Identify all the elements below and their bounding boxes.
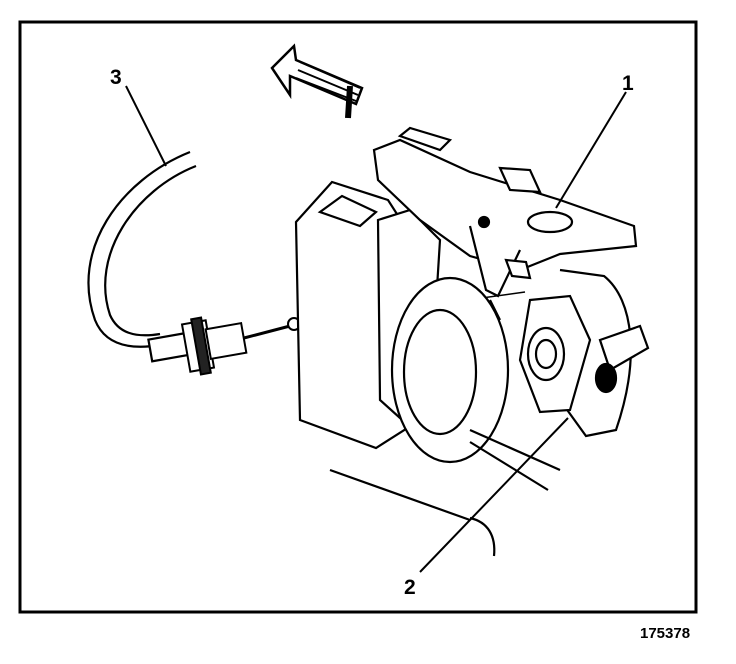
accelerator-cable xyxy=(87,150,197,363)
leader-line-3 xyxy=(125,85,167,167)
cable-bracket xyxy=(372,126,638,298)
leader-lines xyxy=(125,85,627,573)
leader-line-1 xyxy=(555,91,627,209)
figure-number: 175378 xyxy=(640,625,690,642)
callout-3: 3 xyxy=(110,66,122,89)
leader-line-2 xyxy=(419,417,569,573)
callout-1: 1 xyxy=(622,72,634,95)
callout-2: 2 xyxy=(404,576,416,599)
direction-arrow xyxy=(270,43,364,119)
throttle-body xyxy=(294,180,561,557)
diagram-border xyxy=(18,20,698,614)
throttle-lever xyxy=(489,268,650,438)
